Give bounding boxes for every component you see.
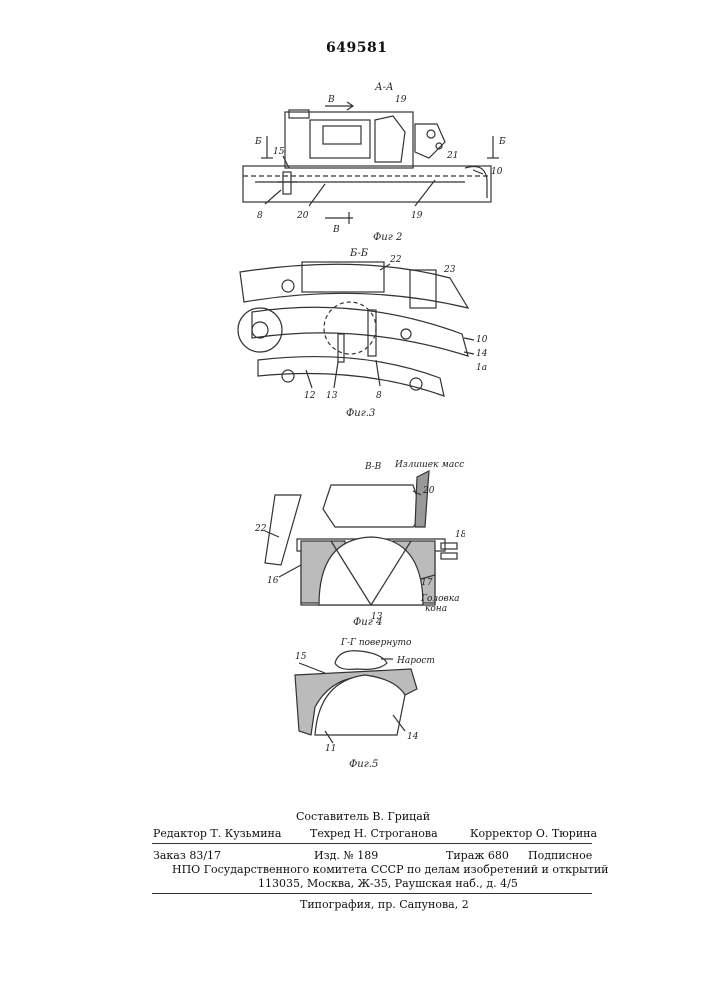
fig3-label: 14 [476,349,488,359]
divider-top [152,843,592,844]
figure-5: Г-Г повернуто Нарост 15 11 14 Фиг.5 [285,635,465,770]
fig5-note: Нарост [396,656,435,666]
fig2-label: Б [254,137,262,147]
fig4-label: 22 [254,524,267,534]
fig3-label: 8 [376,391,382,401]
editor-line: Редактор Т. Кузьмина [153,827,281,840]
fig3-label: 23 [443,265,456,275]
fig2-label: Б [498,137,506,147]
address-line: 113035, Москва, Ж-35, Раушская наб., д. … [258,877,518,890]
figure-3: Б-Б 22 23 10 14 1а 12 13 8 Фиг.3 [230,248,500,420]
fig3-label: 1а [476,363,487,373]
fig5-label: 11 [325,744,336,754]
patent-number: 649581 [326,40,387,56]
fig2-label: В [327,95,335,105]
izd-number: Изд. № 189 [314,849,378,862]
fig3-caption: Фиг.3 [346,408,375,419]
corrector-line: Корректор О. Тюрина [470,827,597,840]
fig2-label: 15 [273,147,285,157]
figure-2: А-А В 19 Б Б 15 21 10 8 20 В 19 Фиг 2 [225,72,515,250]
compiler-line: Составитель В. Грицай [296,810,430,823]
fig2-caption: Фиг 2 [373,232,402,243]
fig5-caption: Фиг.5 [349,759,378,770]
fig2-label: 21 [446,151,458,161]
fig4-caption: Фиг 4 [353,617,382,627]
fig2-label: 20 [296,211,309,221]
subscription: Подписное [528,849,592,862]
fig4-label: 20 [422,486,435,496]
fig4-label: 16 [267,576,279,586]
fig2-label: 19 [411,211,423,221]
fig4-note: Излишек массы [394,460,465,470]
fig4-label: 18 [455,530,465,540]
fig3-label: 12 [304,391,316,401]
fig5-section-label: Г-Г повернуто [340,638,412,648]
tirazh: Тираж 680 [446,849,509,862]
printer-line: Типография, пр. Сапунова, 2 [300,898,469,911]
fig5-label: 14 [407,732,419,742]
fig2-label: 8 [257,211,263,221]
publisher-line: НПО Государственного комитета СССР по де… [172,863,609,876]
fig2-label: В [332,225,340,235]
fig4-head-label: Головка [420,594,460,604]
fig3-label: 22 [389,255,402,265]
fig4-section-label: В-В [364,462,382,472]
fig5-label: 15 [295,652,307,662]
order-number: Заказ 83/17 [153,849,221,862]
fig2-label: 19 [395,95,407,105]
fig3-section-label: Б-Б [349,248,369,259]
fig2-section-label: А-А [374,82,394,93]
fig3-label: 13 [326,391,338,401]
divider-bottom [152,893,592,894]
figure-4: В-В Излишек массы 20 18 22 16 17 13 Голо… [245,455,465,627]
fig2-label: 10 [491,167,503,177]
fig3-label: 10 [476,335,488,345]
fig4-head-label: кона [425,604,447,614]
fig4-label: 17 [421,578,433,588]
techred-line: Техред Н. Строганова [310,827,438,840]
